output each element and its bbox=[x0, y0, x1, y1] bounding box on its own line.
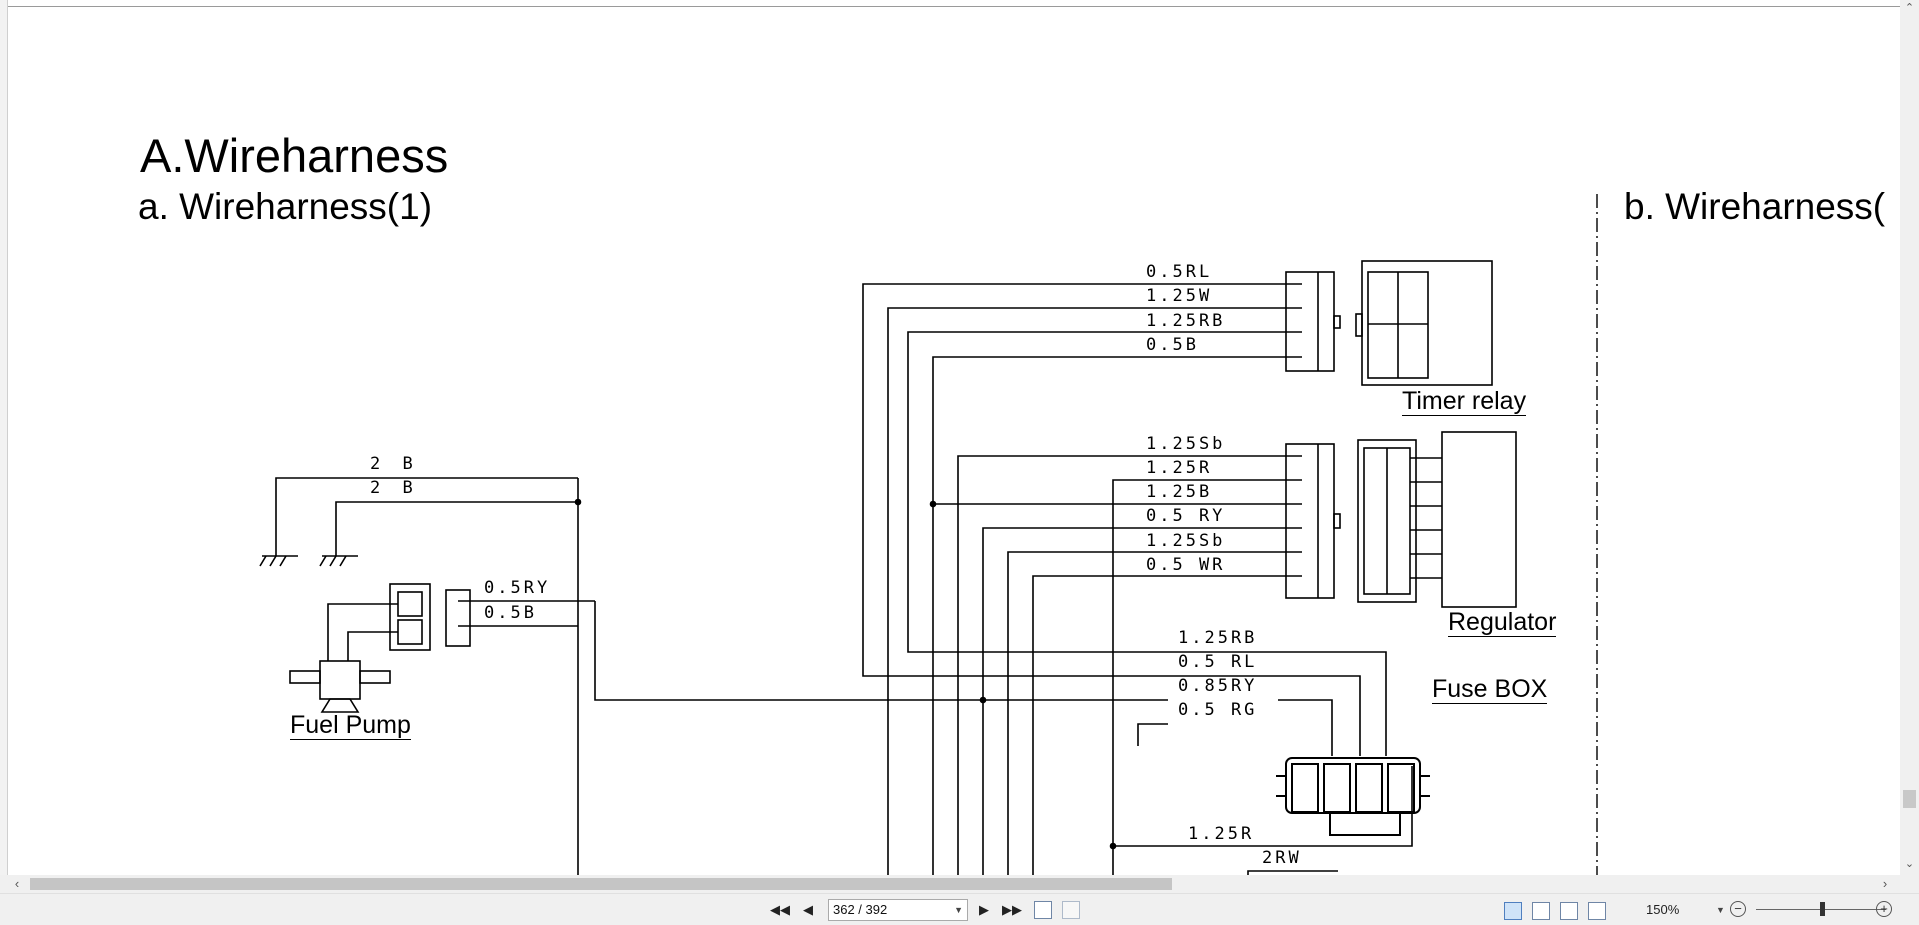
two-page-continuous-view-icon[interactable] bbox=[1588, 902, 1606, 920]
wire-label-ground-2: 2 B bbox=[370, 478, 419, 498]
last-page-icon[interactable]: ▶▶ bbox=[1002, 902, 1022, 917]
wire-label-timer-4: 0.5B bbox=[1146, 335, 1199, 355]
fuel-pump-label: Fuel Pump bbox=[290, 711, 411, 740]
wire-label-reg-2: 1.25R bbox=[1146, 458, 1213, 478]
wire-label-timer-3: 1.25RB bbox=[1146, 311, 1226, 331]
wire-label-bottom-1: 1.25R bbox=[1188, 824, 1255, 844]
scroll-up-icon[interactable]: ⌃ bbox=[1904, 2, 1915, 14]
page-indicator: 362 / 392 bbox=[833, 902, 888, 917]
continuous-view-icon[interactable] bbox=[1532, 902, 1550, 920]
wire-label-pump-2: 0.5B bbox=[484, 603, 537, 623]
zoom-level[interactable]: 150% bbox=[1646, 902, 1680, 917]
timer-relay-wires bbox=[862, 283, 1387, 875]
two-page-view-icon[interactable] bbox=[1560, 902, 1578, 920]
zoom-slider-thumb[interactable] bbox=[1820, 902, 1825, 916]
horizontal-scrollbar[interactable]: ‹ › bbox=[0, 875, 1900, 893]
wire-label-fuse-3: 0.85RY bbox=[1178, 676, 1258, 696]
document-heading: A.Wireharness bbox=[140, 129, 449, 182]
rotate-back-icon[interactable] bbox=[1062, 901, 1080, 919]
chevron-down-icon[interactable]: ▼ bbox=[954, 905, 963, 915]
wire-label-reg-3: 1.25B bbox=[1146, 482, 1213, 502]
fuse-box bbox=[1276, 757, 1430, 836]
next-page-icon[interactable]: ▶ bbox=[979, 902, 989, 917]
scrollbar-corner bbox=[1900, 875, 1919, 893]
horizontal-scroll-thumb[interactable] bbox=[30, 878, 1172, 890]
zoom-out-icon[interactable]: − bbox=[1730, 901, 1746, 917]
wiring-diagram bbox=[259, 194, 1598, 875]
wire-label-timer-2: 1.25W bbox=[1146, 286, 1213, 306]
zoom-in-icon[interactable]: + bbox=[1876, 901, 1892, 917]
wire-label-bottom-2: 2RW bbox=[1262, 848, 1302, 868]
ground-wires bbox=[259, 477, 582, 875]
first-page-icon[interactable]: ◀◀ bbox=[770, 902, 790, 917]
timer-relay-label: Timer relay bbox=[1402, 387, 1527, 416]
page-number-input[interactable]: 362 / 392 ▼ bbox=[828, 899, 968, 921]
single-page-view-icon[interactable] bbox=[1504, 902, 1522, 920]
fuse-box-wires bbox=[594, 601, 1333, 756]
wire-label-pump-1: 0.5RY bbox=[484, 578, 551, 598]
vertical-scroll-thumb[interactable] bbox=[1903, 790, 1916, 808]
wire-label-fuse-2: 0.5 RL bbox=[1178, 652, 1258, 672]
rotate-icon[interactable] bbox=[1034, 901, 1052, 919]
regulator-label: Regulator bbox=[1448, 608, 1557, 637]
fuel-pump-part bbox=[289, 583, 595, 713]
document-page: A.Wireharness a. Wireharness(1) b. Wireh… bbox=[8, 6, 1900, 875]
wire-label-fuse-1: 1.25RB bbox=[1178, 628, 1258, 648]
scroll-left-icon[interactable]: ‹ bbox=[14, 876, 20, 891]
left-edge-bar bbox=[0, 0, 8, 875]
wire-label-reg-5: 1.25Sb bbox=[1146, 531, 1226, 551]
fuse-box-label: Fuse BOX bbox=[1432, 675, 1548, 704]
vertical-scrollbar[interactable]: ⌃ ⌄ bbox=[1900, 0, 1919, 875]
scroll-down-icon[interactable]: ⌄ bbox=[1904, 858, 1915, 870]
document-subheading-left: a. Wireharness(1) bbox=[138, 186, 433, 227]
regulator-connector bbox=[1285, 431, 1517, 608]
wire-label-reg-4: 0.5 RY bbox=[1146, 506, 1226, 526]
document-subheading-right: b. Wireharness( bbox=[1624, 186, 1886, 227]
wire-label-reg-6: 0.5 WR bbox=[1146, 555, 1226, 575]
regulator-wires bbox=[933, 455, 1302, 875]
wire-label-timer-1: 0.5RL bbox=[1146, 262, 1213, 282]
status-bar: ◀◀ ◀ 362 / 392 ▼ ▶ ▶▶ 150% ▼ − + bbox=[0, 893, 1919, 925]
prev-page-icon[interactable]: ◀ bbox=[803, 902, 813, 917]
wire-label-reg-1: 1.25Sb bbox=[1146, 434, 1226, 454]
zoom-dropdown-icon[interactable]: ▼ bbox=[1716, 905, 1725, 915]
wire-label-fuse-4: 0.5 RG bbox=[1178, 700, 1258, 720]
wire-label-ground-1: 2 B bbox=[370, 454, 419, 474]
scroll-right-icon[interactable]: › bbox=[1882, 876, 1888, 891]
timer-relay-connector bbox=[1285, 260, 1493, 386]
